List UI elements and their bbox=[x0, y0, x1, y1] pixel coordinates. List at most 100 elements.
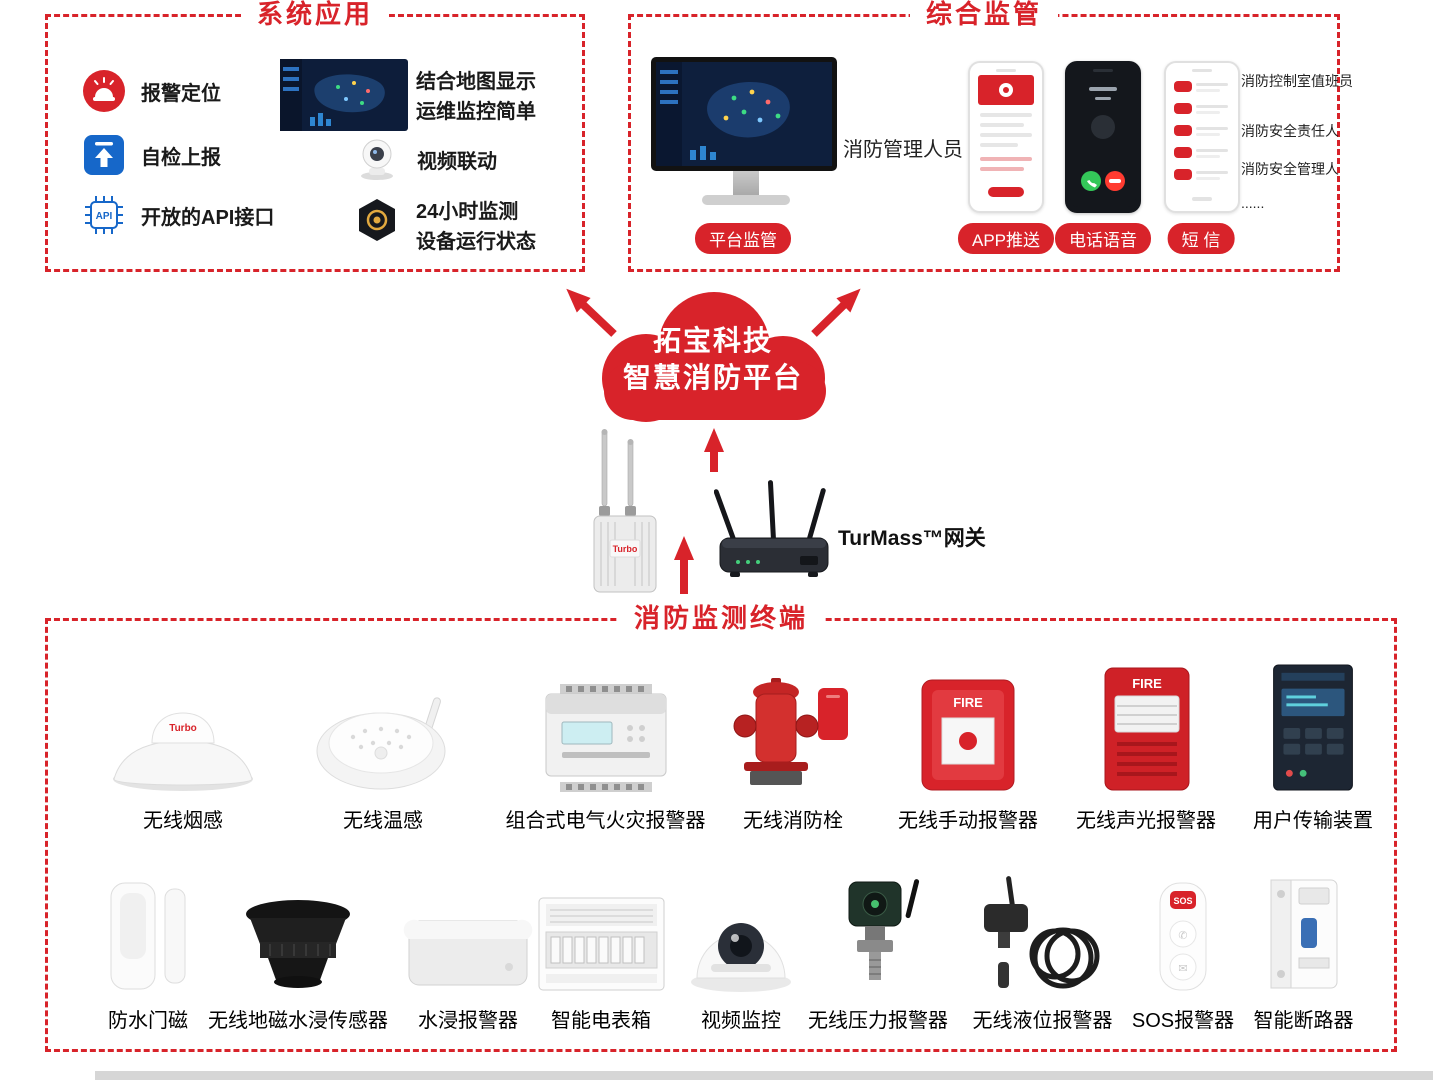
water-leak-alarm-image bbox=[403, 919, 533, 986]
device-smart-circuit-breaker: 智能断路器 bbox=[1246, 856, 1361, 1033]
dome-camera-image bbox=[691, 923, 791, 992]
sos-text: SOS bbox=[1173, 896, 1192, 906]
app-push-badge: APP推送 bbox=[957, 223, 1055, 254]
feature-self-check: 自检上报 bbox=[82, 133, 221, 177]
role-safety-manager: 消防安全管理人 bbox=[1241, 161, 1339, 177]
device-label: 无线液位报警器 bbox=[972, 1010, 1113, 1032]
device-label: 无线烟感 bbox=[143, 810, 223, 832]
fire-manager-label: 消防管理人员 bbox=[843, 139, 963, 161]
terminal-box-title: 消防监测终端 bbox=[617, 601, 825, 635]
turmass-gateway-router bbox=[713, 478, 834, 588]
device-label: 智能断路器 bbox=[1253, 1010, 1354, 1032]
bottom-edge-strip bbox=[95, 1071, 1433, 1080]
device-wireless-pressure-alarm: 无线压力报警器 bbox=[803, 856, 953, 1033]
device-waterproof-door-magnet: 防水门磁 bbox=[88, 856, 208, 1033]
terminal-devices-box: 消防监测终端 Turbo 无线烟感 无线温感 bbox=[45, 601, 1397, 1052]
fire-text: FIRE bbox=[953, 695, 983, 710]
feature-alarm-location: 报警定位 bbox=[82, 69, 221, 113]
monitor-screen bbox=[651, 57, 837, 171]
gateway-label: TurMass™网关 bbox=[838, 527, 986, 550]
feature-label: 视频联动 bbox=[417, 150, 497, 173]
upload-check-icon bbox=[84, 135, 124, 175]
geomagnetic-sensor-image bbox=[246, 900, 350, 988]
pressure-alarm-image bbox=[848, 879, 920, 980]
device-label: 水浸报警器 bbox=[418, 1010, 518, 1032]
phone-sms bbox=[1164, 61, 1240, 213]
platform-monitor bbox=[651, 57, 841, 205]
monitor-base bbox=[702, 195, 790, 205]
api-chip-icon: API bbox=[85, 196, 123, 234]
turmass-gateway-antenna-unit: Turbo bbox=[592, 428, 664, 598]
device-label: 无线地磁水浸传感器 bbox=[208, 1010, 388, 1032]
device-label: 智能电表箱 bbox=[551, 1010, 651, 1032]
transmission-unit-image bbox=[1273, 664, 1353, 791]
device-label: 无线声光报警器 bbox=[1076, 810, 1216, 832]
supervision-box-title: 综合监管 bbox=[909, 0, 1059, 31]
sound-light-alarm-image: FIRE bbox=[1104, 667, 1189, 791]
role-duty-officer: 消防控制室值班员 bbox=[1241, 73, 1353, 89]
api-icon-text: API bbox=[96, 211, 113, 222]
svg-text:✆: ✆ bbox=[1178, 930, 1187, 942]
device-label: 无线压力报警器 bbox=[808, 1010, 948, 1032]
device-user-transmission-unit: 用户传输装置 bbox=[1238, 661, 1388, 833]
fire-hydrant-image bbox=[733, 678, 848, 785]
liquid-level-alarm-image bbox=[983, 876, 1099, 989]
device-video-surveillance-camera: 视频监控 bbox=[681, 856, 801, 1033]
device-label: 用户传输装置 bbox=[1253, 810, 1373, 832]
heat-detector-image bbox=[316, 697, 446, 790]
feature-open-api: API 开放的API接口 bbox=[82, 193, 274, 237]
meter-box-image bbox=[538, 897, 664, 991]
device-wireless-smoke-detector: Turbo 无线烟感 bbox=[103, 661, 263, 833]
device-geomagnetic-water-sensor: 无线地磁水浸传感器 bbox=[203, 856, 393, 1033]
device-sos-alarm: SOS ✆ ✉ SOS报警器 bbox=[1128, 856, 1238, 1033]
sms-badge: 短 信 bbox=[1167, 223, 1235, 254]
device-label: SOS报警器 bbox=[1131, 1010, 1235, 1032]
device-wireless-manual-call-point: FIRE 无线手动报警器 bbox=[883, 661, 1053, 833]
device-wireless-fire-hydrant: 无线消防栓 bbox=[713, 661, 873, 833]
role-safety-responsible: 消防安全责任人 bbox=[1241, 123, 1339, 139]
smoke-detector-image: Turbo bbox=[113, 712, 253, 791]
camera-icon bbox=[361, 139, 393, 180]
system-applications-box: 系统应用 报警定位 自检上报 bbox=[45, 0, 585, 272]
device-wireless-sound-light-alarm: FIRE 无线声光报警器 bbox=[1061, 661, 1231, 833]
feature-label: 报警定位 bbox=[141, 82, 221, 105]
feature-label: 开放的API接口 bbox=[141, 206, 275, 229]
smoke-brand-text: Turbo bbox=[169, 723, 197, 734]
device-smart-meter-box: 智能电表箱 bbox=[536, 856, 666, 1033]
hex-24h-monitor-icon bbox=[359, 199, 395, 241]
device-wireless-liquid-level-alarm: 无线液位报警器 bbox=[965, 856, 1120, 1033]
monitor-24h-caption: 24小时监测 设备运行状态 bbox=[416, 201, 536, 253]
role-ellipsis: ...... bbox=[1241, 195, 1265, 211]
phone-voice-call bbox=[1065, 61, 1141, 213]
device-label: 组合式电气火灾报警器 bbox=[505, 810, 706, 832]
system-box-title: 系统应用 bbox=[240, 0, 390, 31]
door-magnet-image bbox=[110, 882, 186, 990]
platform-badge: 平台监管 bbox=[695, 223, 791, 254]
phone-app-push bbox=[968, 61, 1044, 213]
device-label: 视频监控 bbox=[701, 1010, 781, 1032]
device-label: 无线消防栓 bbox=[743, 810, 843, 832]
cloud-title: 拓宝科技 智慧消防平台 bbox=[622, 325, 803, 393]
manual-call-point-image: FIRE bbox=[921, 679, 1015, 791]
circuit-breaker-image bbox=[1270, 879, 1337, 989]
device-label: 无线手动报警器 bbox=[898, 810, 1038, 832]
device-label: 无线温感 bbox=[343, 810, 423, 832]
device-label: 防水门磁 bbox=[108, 1010, 188, 1032]
supervision-box: 综合监管 平台监管 bbox=[628, 0, 1353, 272]
device-water-leak-alarm: 水浸报警器 bbox=[403, 856, 533, 1033]
map-feature-caption: 结合地图显示 运维监控简单 bbox=[416, 71, 536, 123]
gateway-brand-text: Turbo bbox=[613, 544, 638, 554]
cloud-platform: 拓宝科技 智慧消防平台 bbox=[588, 290, 838, 428]
feature-label: 自检上报 bbox=[141, 146, 221, 169]
map-dashboard-thumbnail bbox=[280, 59, 408, 131]
monitor-stand bbox=[733, 171, 759, 195]
cloud-shape bbox=[602, 292, 826, 422]
device-wireless-heat-detector: 无线温感 bbox=[303, 661, 463, 833]
electrical-fire-alarm-image bbox=[545, 684, 666, 792]
sos-alarm-image: SOS ✆ ✉ bbox=[1159, 882, 1207, 991]
voice-call-badge: 电话语音 bbox=[1055, 223, 1151, 254]
feature-video-linkage: 视频联动 bbox=[352, 137, 497, 181]
svg-text:✉: ✉ bbox=[1178, 963, 1187, 975]
device-electrical-fire-alarm: 组合式电气火灾报警器 bbox=[503, 661, 708, 833]
